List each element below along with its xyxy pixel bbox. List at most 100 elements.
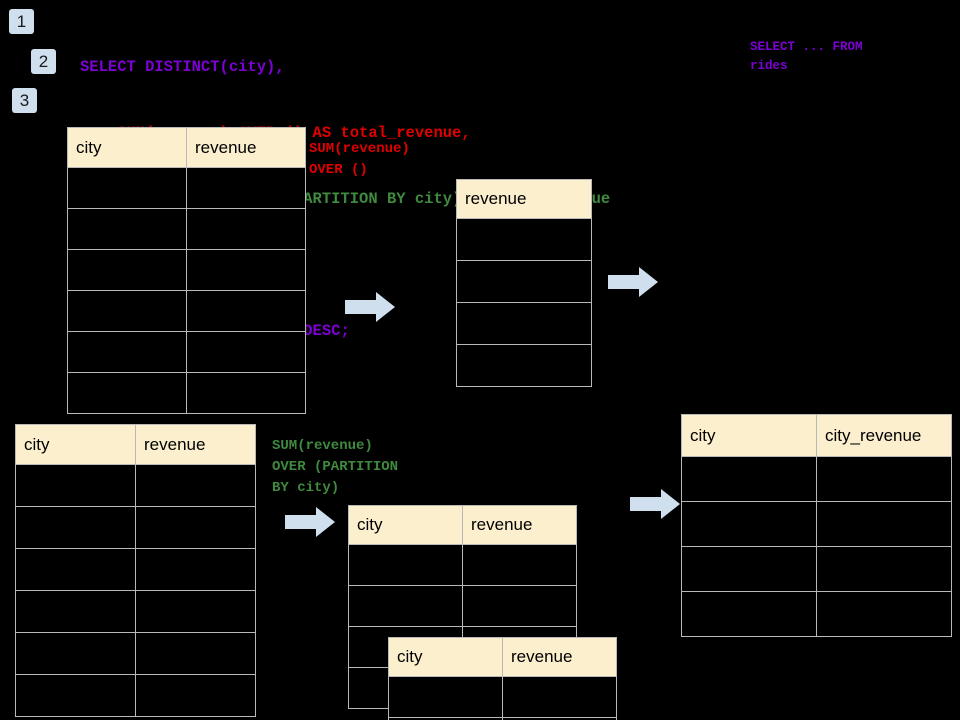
table-row — [456, 344, 592, 387]
cell-city — [348, 585, 463, 627]
table-row — [15, 506, 256, 549]
table-header-row: city revenue — [15, 424, 256, 465]
table-row — [67, 167, 306, 209]
arrow-right-icon — [285, 507, 335, 537]
cell-revenue — [135, 506, 256, 549]
cell-city — [15, 590, 136, 633]
table-row — [456, 218, 592, 261]
cell-revenue — [135, 674, 256, 717]
table-row — [681, 501, 952, 547]
cell-city — [67, 167, 187, 209]
table-row — [67, 331, 306, 373]
arrow-right-icon — [608, 267, 658, 297]
step-badge-1-label: 1 — [16, 12, 27, 31]
arrow-right-icon — [630, 489, 680, 519]
cell-city — [67, 208, 187, 250]
cell-city — [67, 290, 187, 332]
table-source-top: city revenue — [67, 127, 306, 414]
column-header-revenue: revenue — [462, 505, 577, 545]
cell-city-revenue — [816, 501, 952, 547]
cell-revenue — [186, 167, 306, 209]
table-row — [15, 590, 256, 633]
table-row — [681, 546, 952, 592]
cell-revenue — [186, 331, 306, 373]
cell-revenue — [456, 260, 592, 303]
cell-city — [681, 456, 817, 502]
cell-revenue — [456, 218, 592, 261]
column-header-revenue: revenue — [502, 637, 617, 677]
cell-city — [15, 632, 136, 675]
step-badge-2-label: 2 — [38, 52, 49, 71]
column-header-city: city — [681, 414, 817, 457]
cell-revenue — [186, 290, 306, 332]
arrow-partition-to-result — [630, 487, 680, 521]
cell-city-revenue — [816, 591, 952, 637]
column-header-revenue: revenue — [135, 424, 256, 465]
arrow-source-to-revenue — [345, 290, 395, 324]
table-row — [388, 676, 617, 718]
cell-city — [15, 464, 136, 507]
cell-revenue — [135, 464, 256, 507]
table-revenue-only: revenue — [456, 179, 592, 387]
cell-revenue — [135, 590, 256, 633]
table-row — [67, 372, 306, 414]
column-header-city-revenue: city_revenue — [816, 414, 952, 457]
annotation-sum-over-partition: SUM(revenue) OVER (PARTITION BY city) — [272, 438, 399, 496]
table-row — [348, 585, 577, 627]
table-header-row: city revenue — [388, 637, 617, 677]
cell-city — [388, 676, 503, 718]
column-header-revenue: revenue — [186, 127, 306, 168]
step-badge-3-label: 3 — [19, 91, 30, 110]
table-partition-back: city revenue — [348, 505, 577, 709]
table-header-row: city city_revenue — [681, 414, 952, 457]
cell-revenue — [502, 676, 617, 718]
cell-revenue — [456, 344, 592, 387]
cell-city — [348, 544, 463, 586]
arrow-right-icon — [345, 292, 395, 322]
table-row — [456, 302, 592, 345]
table-row — [67, 249, 306, 291]
cell-city — [15, 506, 136, 549]
table-row — [15, 464, 256, 507]
cell-revenue — [456, 302, 592, 345]
column-header-city: city — [348, 505, 463, 545]
sql-line-select: SELECT DISTINCT(city), — [80, 58, 285, 76]
cell-revenue — [462, 585, 577, 627]
cell-revenue — [186, 372, 306, 414]
step-badge-2: 2 — [31, 49, 56, 74]
cell-city — [67, 249, 187, 291]
table-row — [681, 591, 952, 637]
annotation-sum-over-empty: SUM(revenue) OVER () — [309, 141, 410, 178]
step-badge-3: 3 — [12, 88, 37, 113]
annotation-select-from-rides: SELECT ... FROM rides — [750, 40, 863, 73]
arrow-revenue-to-result — [608, 265, 658, 299]
cell-revenue — [186, 208, 306, 250]
cell-city — [681, 546, 817, 592]
cell-city-revenue — [816, 546, 952, 592]
cell-city — [681, 591, 817, 637]
table-header-row: city revenue — [67, 127, 306, 168]
table-row — [388, 717, 617, 720]
table-row — [15, 674, 256, 717]
table-row — [681, 456, 952, 502]
table-row — [15, 548, 256, 591]
cell-revenue — [135, 548, 256, 591]
cell-revenue — [502, 717, 617, 720]
table-row — [67, 208, 306, 250]
cell-revenue — [462, 544, 577, 586]
table-row — [15, 632, 256, 675]
table-row — [348, 544, 577, 586]
table-header-row: revenue — [456, 179, 592, 219]
cell-revenue — [135, 632, 256, 675]
cell-city — [15, 674, 136, 717]
cell-city-revenue — [816, 456, 952, 502]
table-header-row: city revenue — [348, 505, 577, 545]
cell-revenue — [186, 249, 306, 291]
column-header-city: city — [67, 127, 187, 168]
cell-city — [67, 372, 187, 414]
column-header-city: city — [388, 637, 503, 677]
table-result: city city_revenue — [681, 414, 952, 637]
arrow-source-to-partition — [285, 505, 335, 539]
table-row — [67, 290, 306, 332]
